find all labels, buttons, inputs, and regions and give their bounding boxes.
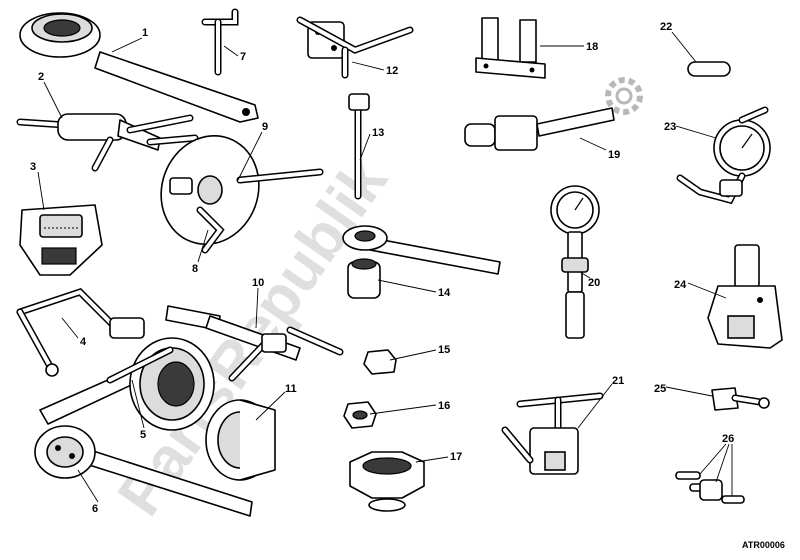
tool-20-bore-gauge	[550, 185, 600, 339]
callout-1: 1	[142, 27, 148, 39]
tool-11-ring-sleeve	[205, 399, 276, 481]
callout-21: 21	[612, 375, 624, 387]
tool-16-nut	[343, 401, 377, 429]
callout-3: 3	[30, 161, 36, 173]
tool-21-t-press	[501, 392, 604, 475]
tool-22-pin	[687, 61, 731, 77]
callout-24: 24	[674, 279, 687, 291]
tool-5-clutch-holder	[39, 337, 215, 431]
callout-11: 11	[285, 383, 297, 395]
reference-code: ATR00006	[742, 540, 785, 550]
callout-14: 14	[438, 287, 451, 299]
callout-17: 17	[450, 451, 462, 463]
callout-23: 23	[664, 121, 676, 133]
tool-14-socket-bar	[342, 225, 501, 299]
gear-icon	[605, 77, 643, 115]
tool-6-socket-spanner	[34, 425, 253, 517]
tool-26-pin-set	[675, 471, 745, 504]
callout-25: 25	[654, 383, 666, 395]
callout-7: 7	[240, 51, 246, 63]
callout-19: 19	[608, 149, 620, 161]
callout-9: 9	[262, 121, 268, 133]
callout-15: 15	[438, 344, 450, 356]
leader-lines	[37, 31, 733, 503]
callout-16: 16	[438, 400, 450, 412]
callout-5: 5	[140, 429, 146, 441]
callout-26: 26	[722, 433, 734, 445]
tool-15-nut	[363, 349, 397, 375]
tool-3-gauge-body	[19, 204, 103, 276]
callout-20: 20	[588, 277, 600, 289]
tool-1-ring-spanner	[19, 12, 259, 123]
tool-18-bracket	[475, 17, 546, 79]
tool-19-shaft	[464, 107, 615, 151]
tool-7-t-key	[201, 8, 239, 76]
tool-9-degree-wheel	[160, 134, 324, 254]
tool-24-block-tool	[707, 244, 783, 349]
callout-12: 12	[386, 65, 398, 77]
callout-10: 10	[252, 277, 264, 289]
tool-12-puller	[296, 16, 414, 79]
tool-23-dial-gauge	[676, 106, 771, 205]
callout-22: 22	[660, 21, 672, 33]
callout-4: 4	[80, 336, 87, 348]
callout-18: 18	[586, 41, 598, 53]
tool-13-long-pin	[348, 93, 370, 200]
tool-17-octagonal-socket	[349, 451, 425, 512]
callout-13: 13	[372, 127, 384, 139]
callout-labels: 1 2 3 4 5 6 7 8 9 10 11 12 13 14 15 16 1…	[30, 21, 734, 515]
callout-2: 2	[38, 71, 44, 83]
tool-10-t-handle	[165, 305, 344, 382]
callout-6: 6	[92, 503, 98, 515]
callout-8: 8	[192, 263, 198, 275]
tool-25-clamp	[711, 387, 770, 411]
tool-2-extractor	[16, 113, 199, 172]
tool-4-crank	[16, 287, 145, 377]
